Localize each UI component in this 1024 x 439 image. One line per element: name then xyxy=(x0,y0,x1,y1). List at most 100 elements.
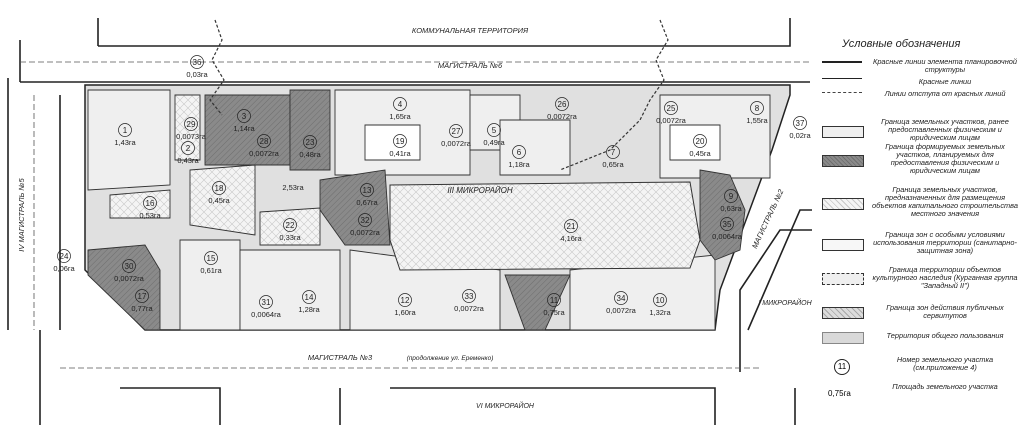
vi-block-left xyxy=(120,387,221,425)
road6-label: МАГИСТРАЛЬ №6 xyxy=(438,61,503,70)
parcel-number-circle xyxy=(184,117,198,131)
parcel-area: 0,67га xyxy=(356,198,378,207)
parcel-number: 16 xyxy=(146,199,155,208)
parcel-area: 0,0072га xyxy=(114,274,145,283)
parcel-number: 31 xyxy=(262,298,271,307)
parcel-number-circle xyxy=(606,145,620,159)
parcel-number-circle xyxy=(143,196,157,210)
parcel-area: 1,43га xyxy=(114,138,136,147)
parcel-number-circle xyxy=(462,289,476,303)
parcel-number: 7 xyxy=(611,148,616,157)
parcel-label-4: 41,65га xyxy=(389,97,411,121)
parcel-area: 0,33га xyxy=(279,233,301,242)
parcel-1-shape xyxy=(87,89,171,191)
legend-text: Граница территории объектов культурного … xyxy=(872,265,1018,290)
legend-text: Территория общего пользования xyxy=(886,331,1004,340)
parcel-label-12: 121,60га xyxy=(394,293,416,317)
legend-symbol-parcel-area: 0,75га xyxy=(822,383,862,398)
parcel-area: 0,43га xyxy=(177,156,199,165)
parcel-number-circle xyxy=(614,291,628,305)
parcel-number-circle xyxy=(750,101,764,115)
parcel-area: 0,0064га xyxy=(712,232,743,241)
parcel-label-8: 81,55га xyxy=(746,101,768,125)
district-vi-label: VI МИКРОРАЙОН xyxy=(476,401,535,410)
heritage-boundary-west xyxy=(209,19,225,116)
parcel-number-circle xyxy=(135,289,149,303)
parcel-area: 0,0072га xyxy=(656,116,687,125)
parcel-6-shape xyxy=(499,119,571,176)
parcel-area-sample: 0,75га xyxy=(828,389,851,398)
parcel-label-35: 35 0,0064га xyxy=(712,217,743,241)
parcel-area: 0,03га xyxy=(186,70,208,79)
parcel-21-shape xyxy=(389,181,701,271)
parcel-number: 5 xyxy=(492,126,497,135)
parcel-number-circle xyxy=(237,109,251,123)
parcel-area: 0,61га xyxy=(200,266,222,275)
parcel-label-5: 50,49га xyxy=(483,123,505,147)
legend-text: Граница земельных участков, ранее предос… xyxy=(881,117,1009,142)
parcel-area: 1,28га xyxy=(298,305,320,314)
parcel-number: 34 xyxy=(617,294,626,303)
parcel-number: 33 xyxy=(465,292,474,301)
parcel-number-circle xyxy=(212,181,226,195)
parcel-number-circle xyxy=(257,134,271,148)
parcel-number: 13 xyxy=(363,186,372,195)
legend-text: Красные линии элемента планировочной стр… xyxy=(872,57,1018,74)
legend-text: Линии отступа от красных линий xyxy=(884,89,1006,98)
parcel-number-circle xyxy=(720,217,734,231)
parcel-area: 0,0072га xyxy=(441,139,472,148)
parcel-area: 0,06га xyxy=(53,264,75,273)
parcel-number: 30 xyxy=(125,262,134,271)
parcel-11-shape xyxy=(504,274,571,331)
parcel-19-shape xyxy=(364,124,421,161)
parcel-area: 0,0073га xyxy=(176,132,207,141)
parcel-area: 0,53га xyxy=(139,211,161,220)
parcel-number-sample: 11 xyxy=(834,359,850,375)
parcel-area: 0,75га xyxy=(543,308,565,317)
parcel-area: 0,63га xyxy=(720,204,742,213)
parcel-area: 1,55га xyxy=(746,116,768,125)
parcel-number: 35 xyxy=(723,220,732,229)
parcel-label-25: 25 0,0072га xyxy=(656,101,687,125)
parcel-area: 0,45га xyxy=(208,196,230,205)
parcel-label-18: 180,45га xyxy=(208,181,230,205)
communal-territory-border xyxy=(97,18,791,47)
parcel-number: 25 xyxy=(667,104,676,113)
parcel-area: 4,16га xyxy=(560,234,582,243)
parcel-16-shape xyxy=(109,189,171,219)
existing-parcels-layer xyxy=(87,89,771,331)
parcel-number: 22 xyxy=(286,221,295,230)
parcel-number: 4 xyxy=(398,100,403,109)
parcel-number-circle xyxy=(302,290,316,304)
legend-text: Граница земельных участков, предназначен… xyxy=(872,185,1018,218)
parcel-label-11: 110,75га xyxy=(543,293,565,317)
parcel-label-27: 27 0,0072га xyxy=(441,124,472,148)
parcel-number: 23 xyxy=(306,138,315,147)
parcel-label-7: 70,65га xyxy=(602,145,624,169)
parcel-area: 0,02га xyxy=(789,131,811,140)
parcel-18-shape xyxy=(189,164,256,236)
parcel-number-circle xyxy=(664,101,678,115)
parcel-number: 28 xyxy=(260,137,269,146)
parcel-label-16: 16 0,53га xyxy=(139,196,161,220)
legend-symbol-special-zones xyxy=(822,239,864,251)
parcel-17-shape xyxy=(87,244,161,331)
parcel-area: 1,18га xyxy=(508,160,530,169)
parcel-number-circle xyxy=(190,55,204,69)
parcel-number: 24 xyxy=(60,252,69,261)
parcel-label-17: 170,77га xyxy=(131,289,153,313)
parcel-number: 36 xyxy=(193,58,202,67)
legend-symbol-existing-parcels xyxy=(822,126,864,138)
formed-parcels-layer xyxy=(87,89,746,331)
legend-symbol-red-line-element xyxy=(822,61,862,63)
parcel-label-29: 290,0073га xyxy=(176,117,207,141)
parcel-22-shape xyxy=(259,207,321,246)
legend-text: Граница формируемых земельных участков, … xyxy=(885,142,1005,175)
parcel-label-20: 200,45га xyxy=(689,134,711,158)
heritage-boundary-east xyxy=(559,19,669,171)
parcel-number-circle xyxy=(204,251,218,265)
parcel-area: 1,60га xyxy=(394,308,416,317)
parcel-number-circle xyxy=(303,135,317,149)
parcel-number: 27 xyxy=(452,127,461,136)
legend-symbol-capital-parcels xyxy=(822,198,864,210)
